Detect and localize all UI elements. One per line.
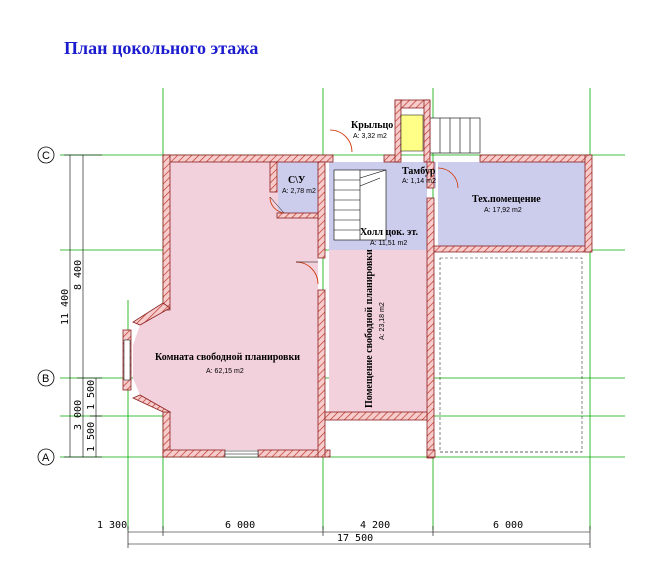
axis-c-circle bbox=[37, 146, 55, 164]
doors bbox=[269, 129, 459, 285]
dim-left-upper: 8 400 bbox=[73, 260, 84, 290]
room-free2-name: Помещение свободной планировки bbox=[364, 249, 375, 408]
bottom-dimensions bbox=[127, 526, 591, 548]
room-tech-area: А: 17,92 m2 bbox=[484, 207, 522, 214]
dim-bottom-3: 4 200 bbox=[360, 520, 390, 531]
dim-left-b1: 1 500 bbox=[86, 380, 97, 410]
room-free2-fill bbox=[329, 250, 427, 412]
room-tambour-area: А: 1,14 m2 bbox=[402, 178, 436, 185]
room-labels: Комната свободной планировки А: 62,15 m2… bbox=[155, 120, 541, 408]
left-dimensions bbox=[64, 154, 102, 458]
room-tambour-name: Тамбур bbox=[402, 166, 436, 177]
room-porch-name: Крыльцо bbox=[351, 120, 393, 131]
room-hall-name: Холл цок. эт. bbox=[360, 227, 419, 238]
axis-b-circle bbox=[37, 369, 55, 387]
dim-bottom-2: 6 000 bbox=[225, 520, 255, 531]
axis-a-label: A bbox=[42, 452, 50, 464]
dashed-area bbox=[439, 257, 583, 453]
room-free2-area: А: 23,18 m2 bbox=[379, 302, 386, 340]
axis-markers: C B A bbox=[37, 146, 55, 466]
page-title: План цокольного этажа bbox=[64, 38, 259, 58]
bay-window bbox=[123, 339, 131, 381]
dim-bottom-4: 6 000 bbox=[493, 520, 523, 531]
room-wc-fill bbox=[278, 162, 318, 218]
room-free-fill bbox=[133, 162, 318, 450]
stairs bbox=[333, 117, 481, 241]
bottom-dimension-labels: 1 300 6 000 4 200 6 000 17 500 bbox=[97, 520, 523, 544]
room-wc-name: С\У bbox=[288, 175, 306, 186]
dim-left-total: 11 400 bbox=[60, 289, 71, 325]
bottom-window bbox=[224, 450, 259, 458]
dim-bottom-1: 1 300 bbox=[97, 520, 127, 531]
room-free-name: Комната свободной планировки bbox=[155, 352, 300, 363]
room-wc-area: А: 2,78 m2 bbox=[282, 188, 316, 195]
dim-left-b2: 1 500 bbox=[86, 422, 97, 452]
room-porch-area: А: 3,32 m2 bbox=[353, 133, 387, 140]
room-tech-fill bbox=[438, 162, 585, 246]
dim-bottom-total: 17 500 bbox=[337, 533, 373, 544]
axis-c-label: C bbox=[42, 150, 50, 162]
left-dimension-labels: 11 400 8 400 3 000 1 500 1 500 bbox=[60, 260, 97, 452]
porch-window bbox=[400, 114, 424, 152]
room-tech-name: Тех.помещение bbox=[472, 194, 541, 205]
room-free-area: А: 62,15 m2 bbox=[206, 368, 244, 375]
room-hall-area: А: 11,51 m2 bbox=[370, 240, 407, 247]
axis-a-circle bbox=[37, 448, 55, 466]
axis-b-label: B bbox=[42, 373, 49, 385]
dim-left-lower: 3 000 bbox=[73, 400, 84, 430]
